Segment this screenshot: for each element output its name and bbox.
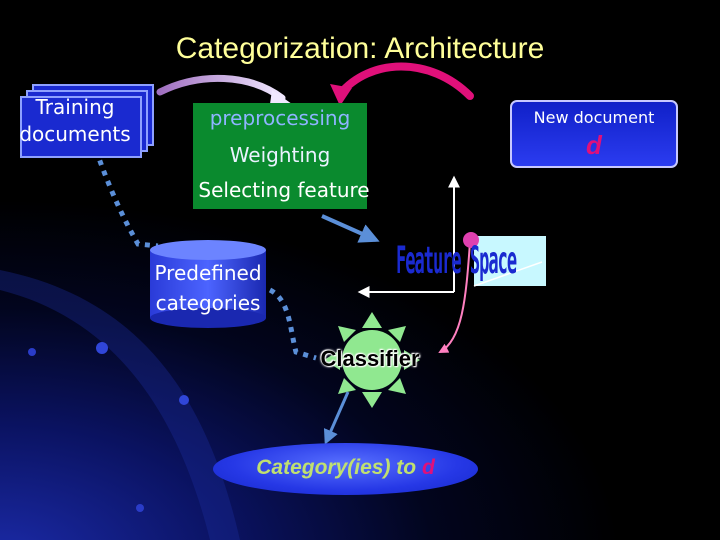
arc-arrowhead: [330, 84, 352, 106]
background-swoosh: [0, 270, 240, 540]
weighting-label: Weighting: [229, 143, 331, 167]
dotted-arrow-training-to-categories: [93, 149, 159, 249]
new-document-label: New document: [533, 108, 655, 127]
selecting-feature-label: Selecting feature: [198, 178, 370, 202]
predefined-categories-label: Predefined categories: [154, 261, 262, 315]
classifier-label: Classifier: [320, 346, 420, 371]
page-title: Categorization: Architecture: [175, 32, 545, 65]
categories-cylinder: [150, 240, 266, 328]
new-document-box: New document d: [510, 100, 678, 168]
preprocessing-label: preprocessing: [209, 106, 351, 130]
arc-arrowhead: [270, 90, 292, 104]
new-document-variable: d: [586, 130, 602, 160]
decor-dot: [96, 342, 108, 354]
dotted-arrow-categories-to-classifier: [268, 287, 317, 361]
result-ellipse: Category(ies) to d: [213, 443, 478, 495]
result-label: Category(ies) to: [256, 456, 417, 479]
arrow-processing-to-feature-space: [321, 214, 380, 243]
feature-space-diagonal: [473, 261, 543, 287]
decor-dot: [28, 348, 36, 356]
feature-space-box: [474, 236, 546, 286]
arc-arrow-training-to-processing: [156, 74, 286, 102]
arc-arrow-newdoc-to-processing: [336, 62, 474, 100]
feature-space-label: Feature Space: [396, 240, 517, 284]
decor-dot: [179, 395, 189, 405]
pink-arrow-doc-to-classifier: [438, 241, 471, 353]
document-point: [463, 232, 479, 248]
classifier-sun-icon: [324, 312, 420, 408]
arrow-classifier-to-result: [323, 391, 350, 445]
decor-dot: [136, 504, 144, 512]
result-variable: d: [421, 456, 435, 479]
document-stack-front: [20, 96, 142, 158]
processing-box: preprocessing Weighting Selecting featur…: [193, 103, 370, 209]
training-documents-label: Training documents: [19, 95, 131, 146]
